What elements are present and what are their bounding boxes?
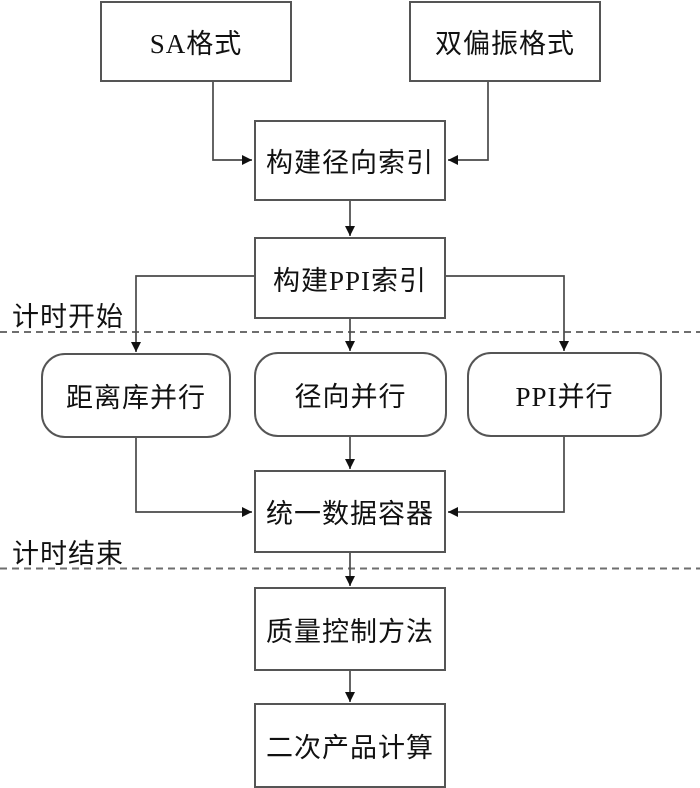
node-label: 距离库并行 — [66, 383, 206, 413]
node-label: 构建径向索引 — [266, 148, 434, 178]
node-secondary-product-calculation: 二次产品计算 — [254, 703, 446, 788]
node-label: 双偏振格式 — [435, 29, 575, 59]
node-label: 构建PPI索引 — [272, 265, 428, 296]
node-label: 二次产品计算 — [266, 733, 434, 763]
arrow-ppi-parallel-to-container — [448, 437, 565, 517]
label-timing-start: 计时开始 — [12, 295, 124, 334]
arrow-dualpol-to-radial-index — [448, 82, 489, 165]
node-quality-control-method: 质量控制方法 — [254, 587, 446, 671]
node-label: 统一数据容器 — [266, 499, 434, 529]
arrow-sa-to-radial-index — [212, 82, 252, 165]
arrow-ppi-index-to-range-bin-parallel — [131, 275, 254, 352]
node-unified-data-container: 统一数据容器 — [254, 470, 446, 553]
annotation-text: 计时结束 — [12, 539, 124, 569]
label-timing-end: 计时结束 — [12, 532, 124, 571]
node-sa-format: SA格式 — [100, 1, 292, 82]
node-ppi-parallel: PPI并行 — [467, 352, 662, 437]
annotation-text: 计时开始 — [12, 302, 124, 332]
arrow-range-bin-to-container — [135, 438, 252, 517]
node-label: PPI并行 — [515, 382, 614, 412]
node-build-ppi-index: 构建PPI索引 — [254, 237, 446, 319]
node-label: 径向并行 — [294, 382, 407, 412]
node-dual-polarization-format: 双偏振格式 — [409, 1, 601, 82]
node-range-bin-parallel: 距离库并行 — [41, 353, 231, 438]
node-build-radial-index: 构建径向索引 — [254, 120, 446, 201]
node-label: 质量控制方法 — [266, 616, 434, 647]
arrow-ppi-index-to-ppi-parallel — [446, 275, 569, 351]
node-radial-parallel: 径向并行 — [254, 352, 447, 437]
node-label: SA格式 — [149, 29, 243, 59]
